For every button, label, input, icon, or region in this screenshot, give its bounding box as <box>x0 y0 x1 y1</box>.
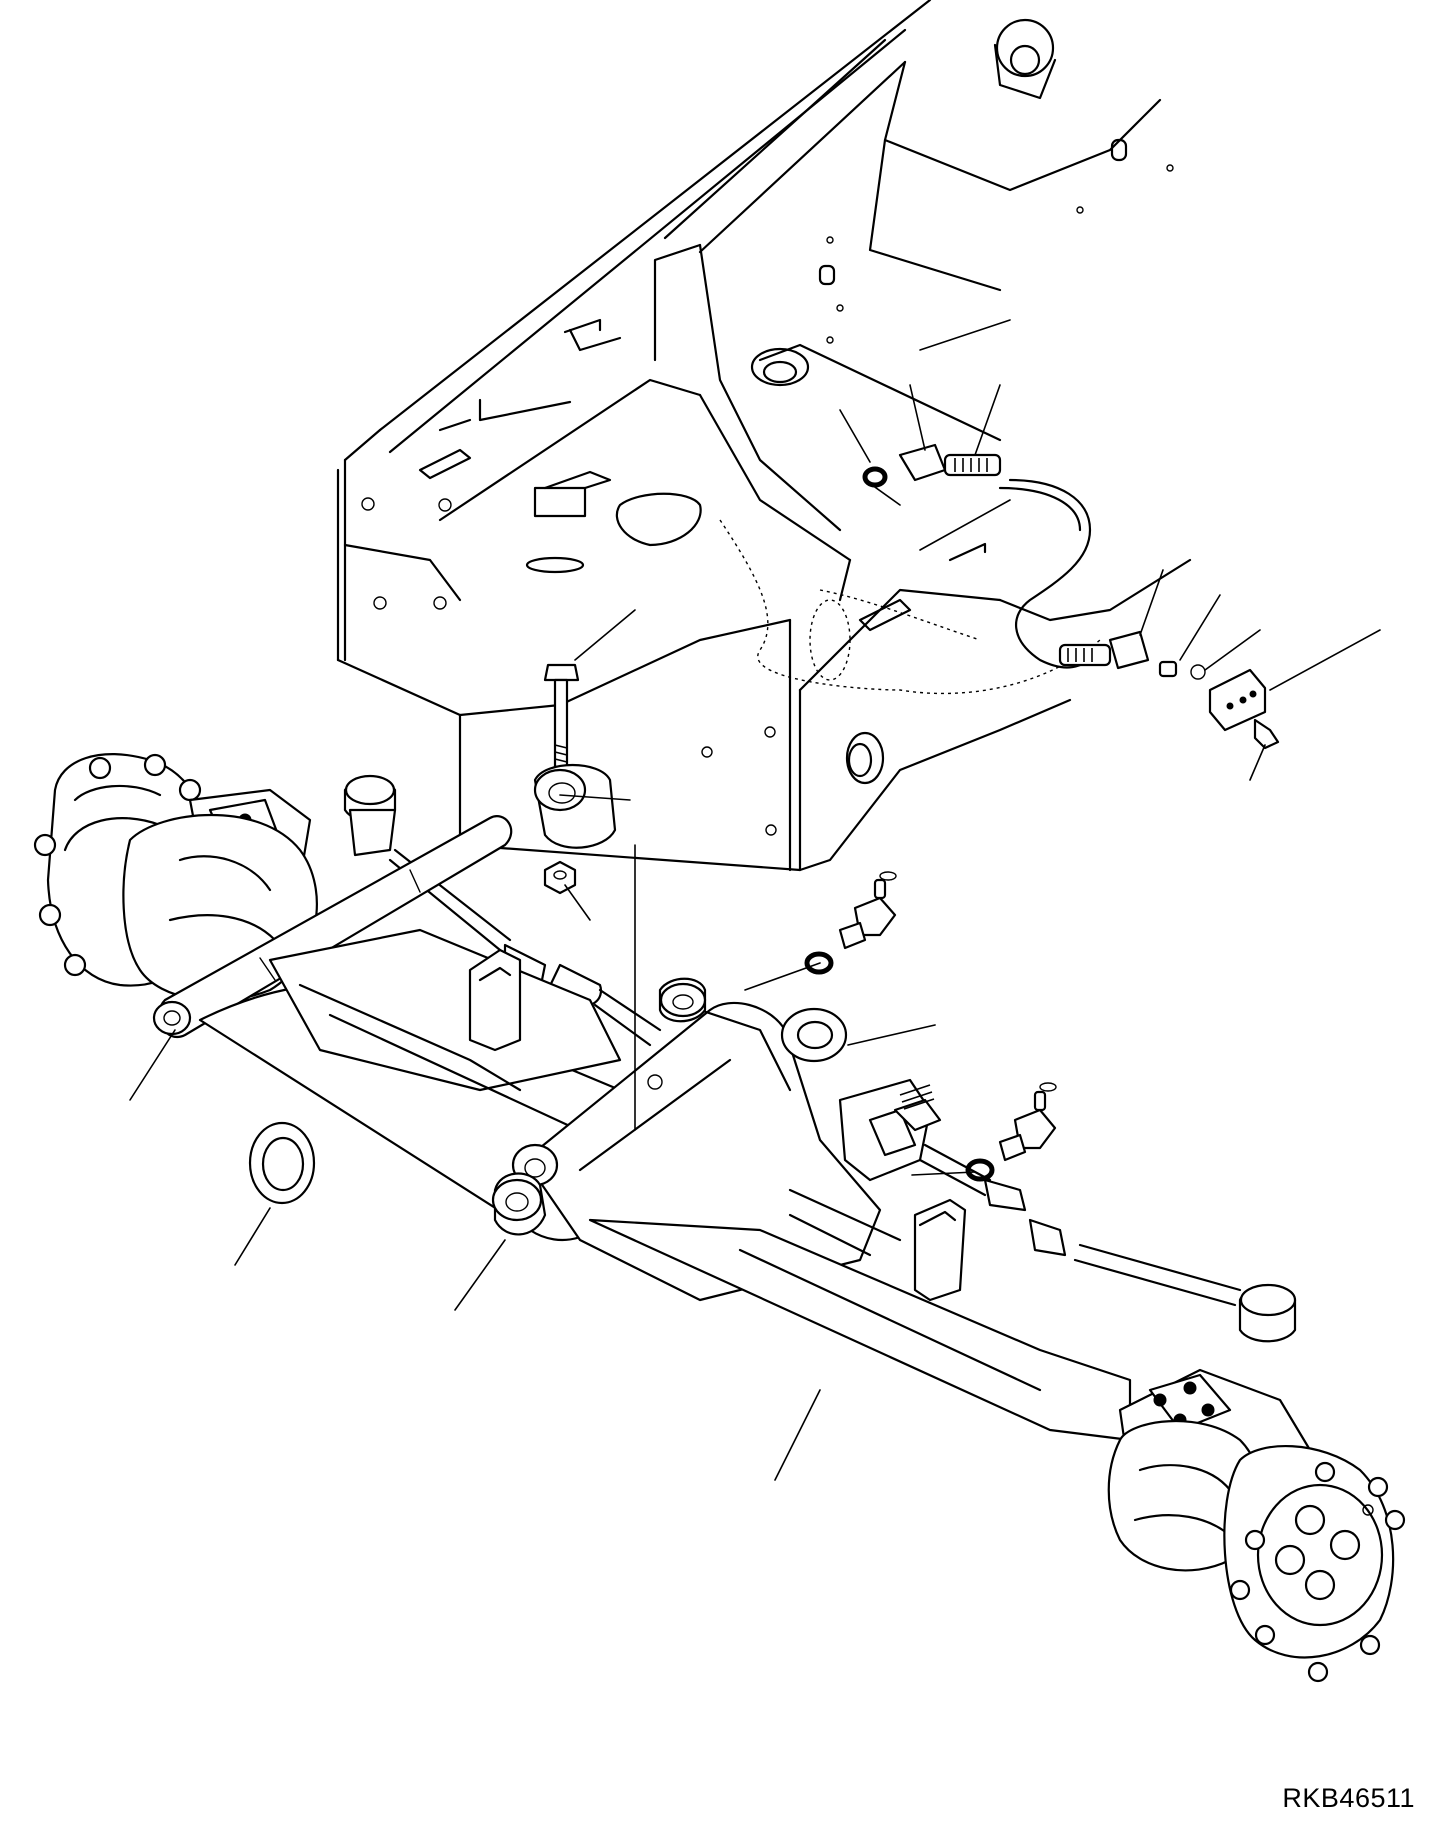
o-ring-upper <box>862 466 888 488</box>
drawing-code: RKB46511 <box>1282 1783 1415 1813</box>
loose-parts <box>248 871 1057 1205</box>
machine-frame <box>336 0 1192 872</box>
mounting-bolt-set <box>533 663 617 895</box>
front-axle-assembly <box>33 753 1406 1683</box>
leader-lines <box>129 319 1381 1481</box>
hydraulic-hose-assembly <box>862 443 1280 750</box>
